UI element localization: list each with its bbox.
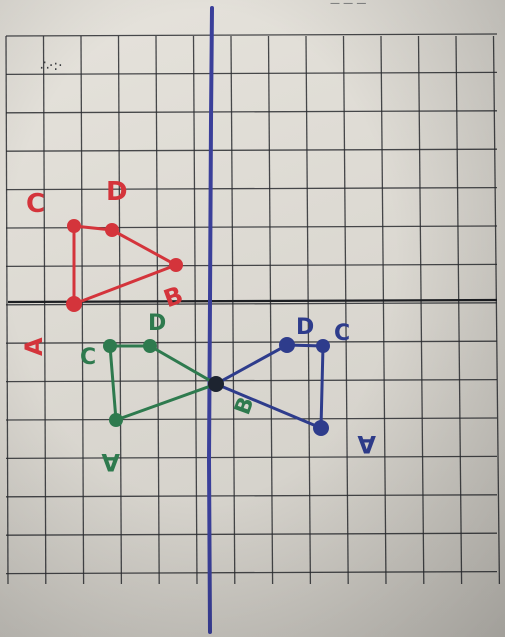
grid-line-horizontal <box>5 570 498 575</box>
grid-line-horizontal <box>5 494 498 498</box>
grid-line-vertical <box>342 35 349 585</box>
grid-line-horizontal <box>5 110 498 114</box>
red-quadrilateral: C D B A <box>20 177 187 356</box>
grid-line-horizontal <box>5 455 498 460</box>
red-point-c <box>67 219 81 233</box>
green-label-d: D <box>148 311 166 336</box>
blue-point-d <box>279 337 295 353</box>
blue-label-d: D <box>296 315 314 340</box>
green-point-d <box>143 339 157 353</box>
grid-line-vertical <box>117 35 123 585</box>
blue-quadrilateral: D C A <box>215 315 376 458</box>
red-label-a: A <box>20 337 48 356</box>
green-label-c: C <box>80 345 96 370</box>
green-point-a <box>109 413 123 427</box>
red-point-a <box>66 296 82 312</box>
corner-scribble: ∴·:· <box>40 58 63 74</box>
grid-lines <box>5 33 501 585</box>
green-point-c <box>103 339 117 353</box>
grid-line-horizontal <box>5 378 498 383</box>
grid-line-horizontal <box>5 302 498 306</box>
grid-line-horizontal <box>5 532 498 536</box>
grid-line-horizontal <box>5 148 498 152</box>
grid-line-vertical <box>230 35 236 585</box>
grid-line-vertical <box>305 35 312 585</box>
green-label-a: A <box>101 448 120 476</box>
x-axis <box>7 298 498 304</box>
grid-line-horizontal <box>5 33 498 37</box>
blue-point-c <box>316 339 330 353</box>
red-label-b: B <box>160 281 187 314</box>
grid-line-vertical <box>5 35 9 585</box>
red-label-c: C <box>26 189 45 219</box>
blue-label-c: C <box>334 321 350 346</box>
top-edge-marks: — — — <box>330 0 366 9</box>
red-point-b <box>169 258 183 272</box>
center-point-b <box>208 376 224 392</box>
y-axis <box>206 6 214 634</box>
grid-line-vertical <box>80 35 85 585</box>
blue-point-a <box>313 420 329 436</box>
grid-line-vertical <box>192 35 198 585</box>
green-quadrilateral: C D A <box>80 311 220 476</box>
grid-line-vertical <box>455 35 463 585</box>
center-label-b: B <box>230 394 259 418</box>
grid-line-horizontal <box>5 340 498 344</box>
red-label-d: D <box>106 177 128 207</box>
grid-line-vertical <box>155 35 160 585</box>
blue-label-a: A <box>357 430 376 458</box>
grid-line-horizontal <box>5 263 498 268</box>
red-point-d <box>105 223 119 237</box>
grid-line-vertical <box>42 35 47 585</box>
grid-line-horizontal <box>5 186 498 191</box>
grid-line-vertical <box>492 35 501 585</box>
grid-line-vertical <box>417 35 425 585</box>
grid-line-horizontal <box>5 71 498 76</box>
grid-line-horizontal <box>5 417 498 421</box>
grid-line-vertical <box>267 35 274 585</box>
grid-line-vertical <box>380 35 387 585</box>
